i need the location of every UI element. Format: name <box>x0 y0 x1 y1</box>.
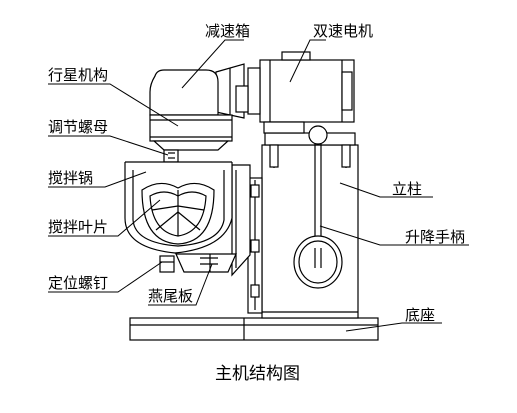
column-top-bracket <box>264 132 356 168</box>
base-plate <box>129 317 379 341</box>
diagram-caption: 主机结构图 <box>215 364 300 384</box>
mixing-blade <box>141 182 215 245</box>
label-adjusting-nut: 调节螺母 <box>48 118 108 136</box>
locating-screw <box>159 255 175 273</box>
bowl-support-arm <box>231 164 251 277</box>
label-mixing-blade: 搅拌叶片 <box>48 218 108 236</box>
reducer-box <box>149 69 219 116</box>
planetary-mechanism <box>149 114 233 151</box>
label-mixing-bowl: 搅拌锅 <box>48 169 93 187</box>
coupling <box>215 63 249 119</box>
dovetail-plate <box>175 253 237 273</box>
column-body <box>247 144 359 319</box>
dual-speed-motor <box>247 51 355 134</box>
lifting-handle <box>293 125 343 289</box>
leader-lines <box>48 39 469 332</box>
label-lifting-handle: 升降手柄 <box>405 228 465 246</box>
label-dual-speed-motor: 双速电机 <box>313 22 373 40</box>
labels: 减速箱 双速电机 行星机构 调节螺母 搅拌锅 立柱 搅拌叶片 升降手柄 定位螺钉… <box>48 22 465 384</box>
label-reducer-box: 减速箱 <box>205 22 250 40</box>
label-planetary-mechanism: 行星机构 <box>48 66 108 84</box>
label-base: 底座 <box>405 306 435 324</box>
label-dovetail-plate: 燕尾板 <box>148 287 193 305</box>
label-locating-screw: 定位螺钉 <box>48 274 108 292</box>
label-column: 立柱 <box>392 180 422 198</box>
